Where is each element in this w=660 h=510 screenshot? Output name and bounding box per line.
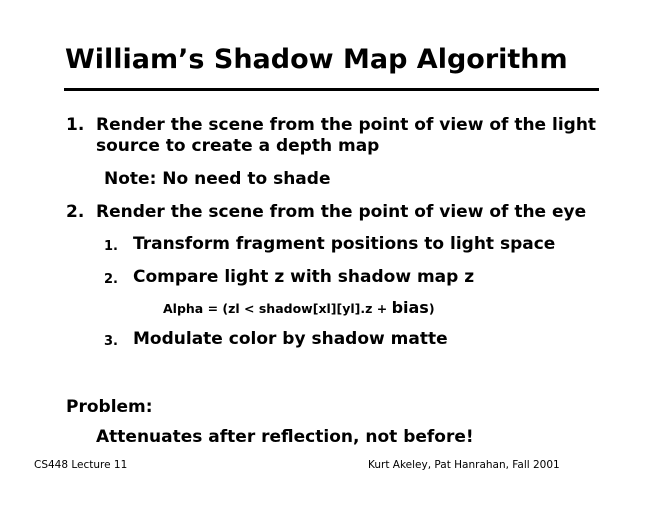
step-1-text-cont: source to create a depth map: [96, 136, 380, 156]
formula: Alpha = (zl < shadow[xl][yl].z + bias): [163, 300, 435, 316]
step-2-text: Render the scene from the point of view …: [96, 202, 587, 222]
substep-1-number: 1.: [104, 239, 118, 254]
footer-left: CS448 Lecture 11: [34, 459, 128, 471]
step-1-number: 1.: [66, 115, 85, 135]
formula-end: ): [428, 301, 435, 316]
step-1-text: Render the scene from the point of view …: [96, 115, 597, 135]
formula-main: Alpha = (zl < shadow[xl][yl].z +: [163, 301, 392, 316]
substep-1-text: Transform fragment positions to light sp…: [133, 234, 556, 254]
substep-3-number: 3.: [104, 334, 118, 349]
step-2-number: 2.: [66, 202, 85, 222]
slide-title: William’s Shadow Map Algorithm: [65, 44, 568, 75]
problem-text: Attenuates after reflection, not before!: [96, 427, 474, 447]
formula-bias: bias: [391, 298, 429, 317]
substep-3-text: Modulate color by shadow matte: [133, 329, 448, 349]
substep-2-text: Compare light z with shadow map z: [133, 267, 475, 287]
substep-2-number: 2.: [104, 272, 118, 287]
footer-right: Kurt Akeley, Pat Hanrahan, Fall 2001: [368, 459, 560, 471]
problem-label: Problem:: [66, 397, 153, 417]
title-underline: [64, 88, 599, 91]
step-1-note: Note: No need to shade: [104, 169, 331, 189]
